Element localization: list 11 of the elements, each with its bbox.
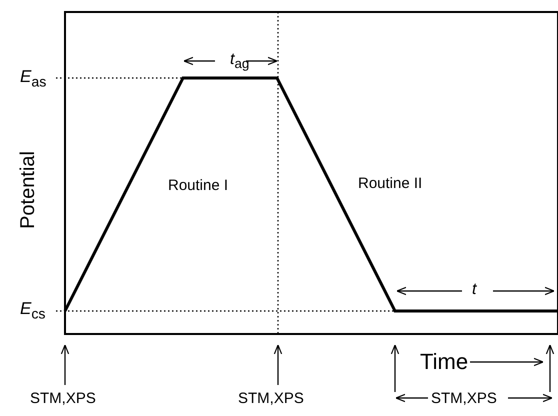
- time-symbol: t$_{ag}$: [230, 52, 250, 71]
- axis-value-label: E$_{as}$: [20, 68, 46, 90]
- axis-value-label: E$_{cs}$: [20, 300, 46, 322]
- measurement-label: STM,XPS: [431, 391, 497, 406]
- time-symbol: t: [472, 282, 476, 298]
- region-label: Routine I: [168, 178, 228, 193]
- region-label: Routine II: [358, 176, 422, 191]
- axis-title: Potential: [18, 151, 38, 229]
- measurement-label: STM,XPS: [30, 391, 96, 406]
- measurement-label: STM,XPS: [238, 391, 304, 406]
- axis-title: Time: [420, 351, 468, 373]
